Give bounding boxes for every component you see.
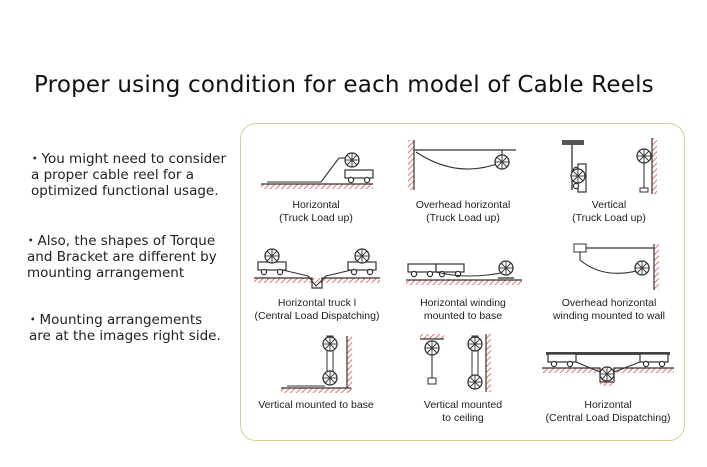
diagram-caption: Vertical mounted xyxy=(423,399,503,411)
diagram-overhead-horizontal: Overhead horizontal (Truck Load up) xyxy=(392,134,534,225)
note-line: optimized functional usage. xyxy=(31,183,219,199)
diagram-caption: (Central Load Dispatching) xyxy=(545,412,671,424)
horizontal-truck-illustration xyxy=(261,152,374,189)
overhead-winding-wall-illustration xyxy=(573,243,659,290)
diagram-caption: Overhead horizontal xyxy=(561,297,657,309)
diagram-caption: (Central Load Dispatching) xyxy=(254,310,380,322)
vertical-base-illustration xyxy=(281,335,352,393)
note-torque-bracket: ・Also, the shapes of Torque and Bracket … xyxy=(24,233,217,281)
diagram-caption: Horizontal xyxy=(584,399,632,411)
horizontal-central-illustration xyxy=(542,352,674,386)
horizontal-winding-base-illustration xyxy=(406,260,522,285)
note-line: mounting arrangement xyxy=(27,265,185,281)
diagram-caption: (Truck Load up) xyxy=(279,212,353,224)
note-line: and Bracket are different by xyxy=(27,249,217,265)
vertical-ceiling-illustration xyxy=(420,334,491,392)
diagram-caption: Horizontal winding xyxy=(420,297,506,309)
diagram-caption: Vertical xyxy=(591,199,627,211)
diagram-caption: winding mounted to wall xyxy=(552,310,666,322)
horizontal-truck-central-illustration xyxy=(254,248,380,289)
note-arrangements: ・Mounting arrangements are at the images… xyxy=(26,312,221,344)
diagram-horizontal-truck-central: Horizontal truck l (Central Load Dispatc… xyxy=(244,240,390,323)
diagram-horizontal-central: Horizontal (Central Load Dispatching) xyxy=(535,338,681,425)
vertical-truck-illustration xyxy=(562,138,657,194)
note-line: a proper cable reel for a xyxy=(31,167,195,183)
diagram-caption: Overhead horizontal xyxy=(415,199,511,211)
page-title: Proper using condition for each model of… xyxy=(34,72,654,98)
diagram-horizontal-truck-load-up: Horizontal (Truck Load up) xyxy=(245,134,387,225)
note-consider-reel: ・You might need to consider a proper cab… xyxy=(28,151,226,199)
note-line: are at the images right side. xyxy=(29,328,221,344)
diagram-vertical-truck-load-up: Vertical (Truck Load up) xyxy=(538,134,680,225)
diagram-vertical-ceiling: Vertical mounted to ceiling xyxy=(392,330,534,425)
diagram-caption: to ceiling xyxy=(442,412,484,424)
note-line: ・Also, the shapes of Torque xyxy=(24,233,216,249)
diagram-caption: mounted to base xyxy=(423,310,503,322)
diagram-horizontal-winding-base: Horizontal winding mounted to base xyxy=(392,240,534,323)
diagram-caption: Vertical mounted to base xyxy=(258,399,374,411)
diagram-overhead-winding-wall: Overhead horizontal winding mounted to w… xyxy=(538,240,680,323)
diagram-caption: Horizontal truck l xyxy=(277,297,357,309)
diagram-vertical-base: Vertical mounted to base xyxy=(245,330,387,412)
diagram-caption: (Truck Load up) xyxy=(572,212,646,224)
diagram-caption: (Truck Load up) xyxy=(426,212,500,224)
diagram-caption: Horizontal xyxy=(292,199,340,211)
note-line: ・You might need to consider xyxy=(28,151,226,167)
overhead-horizontal-illustration xyxy=(408,140,516,190)
note-line: ・Mounting arrangements xyxy=(26,312,203,328)
